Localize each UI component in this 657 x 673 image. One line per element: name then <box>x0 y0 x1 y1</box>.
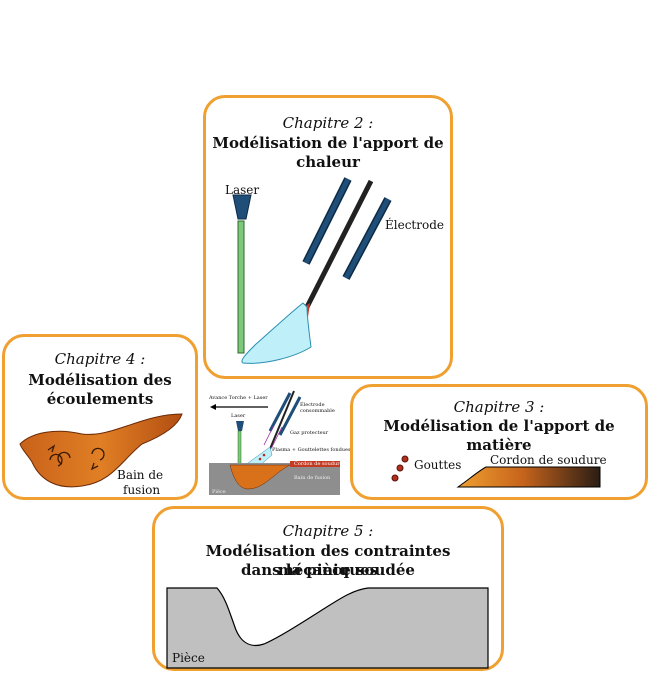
chapter-4-label: Chapitre 4 : <box>54 350 146 368</box>
plasma-arc <box>241 302 312 364</box>
schematic-electrode-label-line2: consommable <box>300 408 335 414</box>
laser-beam <box>237 220 245 354</box>
weld-pool-shape <box>19 413 183 488</box>
electrode-guide-left-fill <box>303 177 351 265</box>
chapter-5-title-line2: dans la pièce soudée <box>241 561 415 579</box>
schematic-gas-line-2 <box>271 426 283 448</box>
weld-pool-label-line1: Bain de <box>117 468 164 482</box>
drop-icon-1 <box>401 455 409 463</box>
chapter-2-card: Chapitre 2 : Modélisation de l'apport de… <box>203 95 453 379</box>
fluid-flow-illustration <box>19 413 183 488</box>
chapter-5-label: Chapitre 5 : <box>282 522 374 540</box>
chapter-5-title-line1: Modélisation des contraintes mécaniques <box>205 542 451 579</box>
consumable-electrode <box>303 179 374 311</box>
schematic-guide-left <box>268 392 292 432</box>
chapter-4-title-line1: Modélisation des <box>28 371 172 389</box>
schematic-droplet-1 <box>262 453 266 457</box>
chapter-5-card: Chapitre 5 : Modélisation des contrainte… <box>152 506 504 671</box>
heat-input-illustration <box>232 177 392 364</box>
bead-label: Cordon de soudure <box>490 453 607 467</box>
chapter-2-title-line1: Modélisation de l'apport de <box>212 134 444 152</box>
schematic-bead-label: Cordon de soudure <box>294 461 343 467</box>
material-input-illustration <box>391 455 601 488</box>
schematic-droplet-2 <box>258 457 262 461</box>
electrode-guide-right-fill <box>343 197 391 280</box>
drop-icon-3 <box>391 474 399 482</box>
schematic-pool-label: Bain de fusion <box>294 475 331 481</box>
chapter-3-card: Chapitre 3 : Modélisation de l'apport de… <box>350 384 648 500</box>
schematic-drawing <box>209 390 340 495</box>
advance-arrowhead <box>210 404 216 410</box>
welding-process-schematic: Avance Torche + Laser Laser Électrode co… <box>208 385 351 497</box>
flow-vortex-icons <box>47 444 105 471</box>
schematic-electrode <box>269 390 295 450</box>
schematic-gas-line-1 <box>263 424 275 446</box>
laser-nozzle <box>232 194 252 220</box>
laser-label: Laser <box>225 183 260 197</box>
schematic-guide-right <box>278 396 302 436</box>
schematic-laser-nozzle <box>236 421 244 431</box>
drop-icon-2 <box>396 464 404 472</box>
welded-part-shape <box>166 587 489 669</box>
mechanical-stress-illustration <box>166 587 489 669</box>
electrode-label: Électrode <box>385 218 444 232</box>
advance-label: Avance Torche + Laser <box>209 395 268 401</box>
chapter-2-title-line2: chaleur <box>296 153 360 171</box>
chapter-2-label: Chapitre 2 : <box>282 114 374 132</box>
schematic-laser-label: Laser <box>231 413 246 419</box>
schematic-electrode-label-line1: Électrode <box>300 402 325 408</box>
schematic-pool <box>229 464 291 490</box>
chapter-4-title-line2: écoulements <box>46 390 154 408</box>
chapter-3-title: Modélisation de l'apport de matière <box>383 417 615 454</box>
schematic-part-label: Pièce <box>212 489 226 495</box>
schematic-gas-label: Gaz protecteur <box>290 430 329 436</box>
weld-pool-label-line2: fusion <box>123 483 161 497</box>
chapter-4-card: Chapitre 4 : Modélisation des écoulement… <box>2 334 198 500</box>
drops-label: Gouttes <box>414 458 462 472</box>
schematic-bead-band <box>290 461 340 467</box>
schematic-plasma-label: Plasma + Gouttelettes fondues <box>272 447 351 453</box>
weld-bead-shape <box>456 466 601 488</box>
part-label: Pièce <box>172 651 205 665</box>
chapter-3-label: Chapitre 3 : <box>453 398 545 416</box>
